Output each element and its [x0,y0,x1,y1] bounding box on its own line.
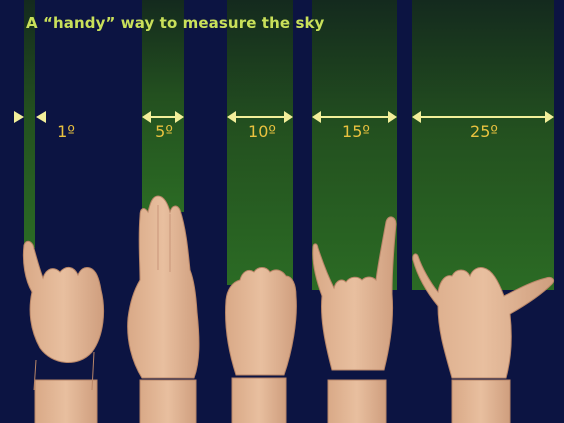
arrow-5-degree [142,111,184,123]
arrow-15-degree [312,111,397,123]
hand-fist-icon [225,267,297,423]
arrow-10-degree [227,111,293,123]
band-1-degree [24,0,35,248]
measure-label-25-degree: 25º [470,122,498,141]
page-title: A “handy” way to measure the sky [26,14,325,32]
hand-horns-icon [312,216,397,423]
band-10-degree [227,0,293,285]
arrow-25-degree [412,111,554,123]
band-25-degree [412,0,554,290]
hand-thumb-pinky-icon [412,253,555,423]
hand-pinky-icon [22,240,105,423]
measure-label-1-degree: 1º [57,122,75,141]
measure-label-10-degree: 10º [248,122,276,141]
measure-label-5-degree: 5º [155,122,173,141]
band-5-degree [142,0,184,212]
arrows [14,111,554,123]
hand-three-fingers-icon [127,195,200,423]
measure-label-15-degree: 15º [342,122,370,141]
arrow-1-degree [14,111,46,123]
